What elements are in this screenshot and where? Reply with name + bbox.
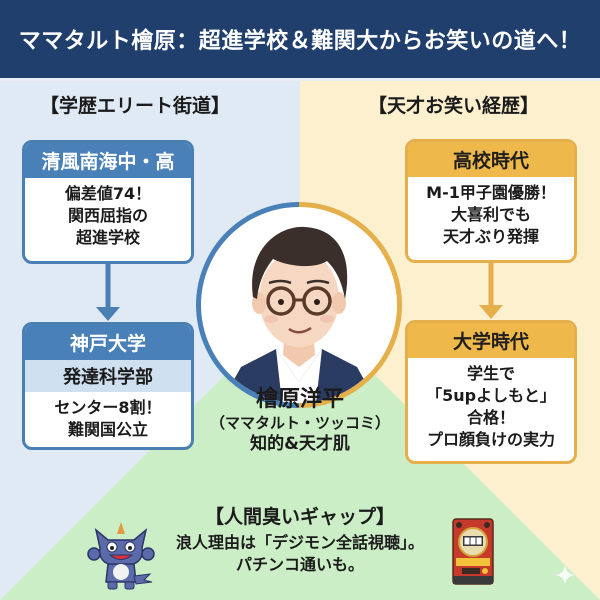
card-body-line: 大喜利でも: [450, 205, 531, 224]
gap-line: 浪人理由は「デジモン全話視聴」。: [175, 533, 424, 552]
gap-line: パチンコ通いも。: [235, 555, 364, 574]
card-body-line: 合格！: [466, 408, 515, 427]
man-with-glasses-icon: [221, 226, 377, 403]
bottom-section-body: 浪人理由は「デジモン全話視聴」。 パチンコ通いも。: [0, 532, 600, 576]
profile-role: （ママタルト・ツッコミ）: [209, 414, 390, 432]
card-subheading: 発達科学部: [25, 360, 191, 392]
card-body-line: 学生で: [466, 364, 515, 383]
card-body-line: 超進学校: [75, 228, 140, 247]
card-body-line: 関西屈指の: [67, 206, 148, 225]
card-heading: 高校時代: [408, 142, 574, 177]
card-heading: 清風南海中・高: [25, 143, 191, 178]
card-body-line: 「5upよしもと」: [426, 386, 556, 405]
left-section-title: 【学歴エリート街道】: [40, 95, 231, 117]
card-body: M-1甲子園優勝！ 大喜利でも 天才ぶり発揮: [408, 177, 574, 254]
page-title: ママタルト檜原：超進学校＆難関大からお笑いの道へ！: [18, 29, 582, 54]
card-high-school-seifu: 清風南海中・高 偏差値74！ 関西屈指の 超進学校: [22, 140, 194, 264]
bottom-section-title: 【人間臭いギャップ】: [204, 506, 395, 528]
card-kobe-university: 神戸大学 発達科学部 センター8割！ 難関国公立: [22, 322, 194, 450]
header-banner: ママタルト檜原：超進学校＆難関大からお笑いの道へ！: [0, 0, 600, 78]
card-high-school-era: 高校時代 M-1甲子園優勝！ 大喜利でも 天才ぶり発揮: [405, 139, 577, 263]
card-body: 学生で 「5upよしもと」 合格！ プロ顔負けの実力: [408, 358, 574, 457]
card-body-line: 難関国公立: [67, 420, 148, 439]
card-heading: 神戸大学: [25, 325, 191, 360]
card-body: 偏差値74！ 関西屈指の 超進学校: [25, 178, 191, 255]
card-body-line: 偏差値74！: [64, 184, 152, 203]
down-arrow-icon: [479, 262, 503, 319]
header-divider: [0, 78, 600, 81]
card-body-line: M-1甲子園優勝！: [426, 183, 556, 202]
down-arrow-icon: [96, 263, 120, 321]
pachinko-machine-icon: [452, 518, 494, 585]
portrait-illustration: [201, 207, 397, 403]
right-section-title: 【天才お笑い経歴】: [368, 95, 540, 117]
card-body: センター8割！ 難関国公立: [25, 392, 191, 447]
portrait-frame: [196, 202, 402, 408]
profile-trait: 知的&天才肌: [250, 434, 350, 454]
card-heading: 大学時代: [408, 323, 574, 358]
card-body-line: センター8割！: [54, 398, 162, 417]
blue-monster-icon: [86, 520, 156, 592]
profile-caption: 檜原洋平 （ママタルト・ツッコミ） 知的&天才肌: [200, 387, 400, 455]
card-body-line: プロ顔負けの実力: [426, 430, 555, 449]
profile-name: 檜原洋平: [255, 387, 344, 412]
card-body-line: 天才ぶり発揮: [442, 227, 539, 246]
card-university-era: 大学時代 学生で 「5upよしもと」 合格！ プロ顔負けの実力: [405, 320, 577, 464]
sparkle-icon: [555, 565, 575, 585]
